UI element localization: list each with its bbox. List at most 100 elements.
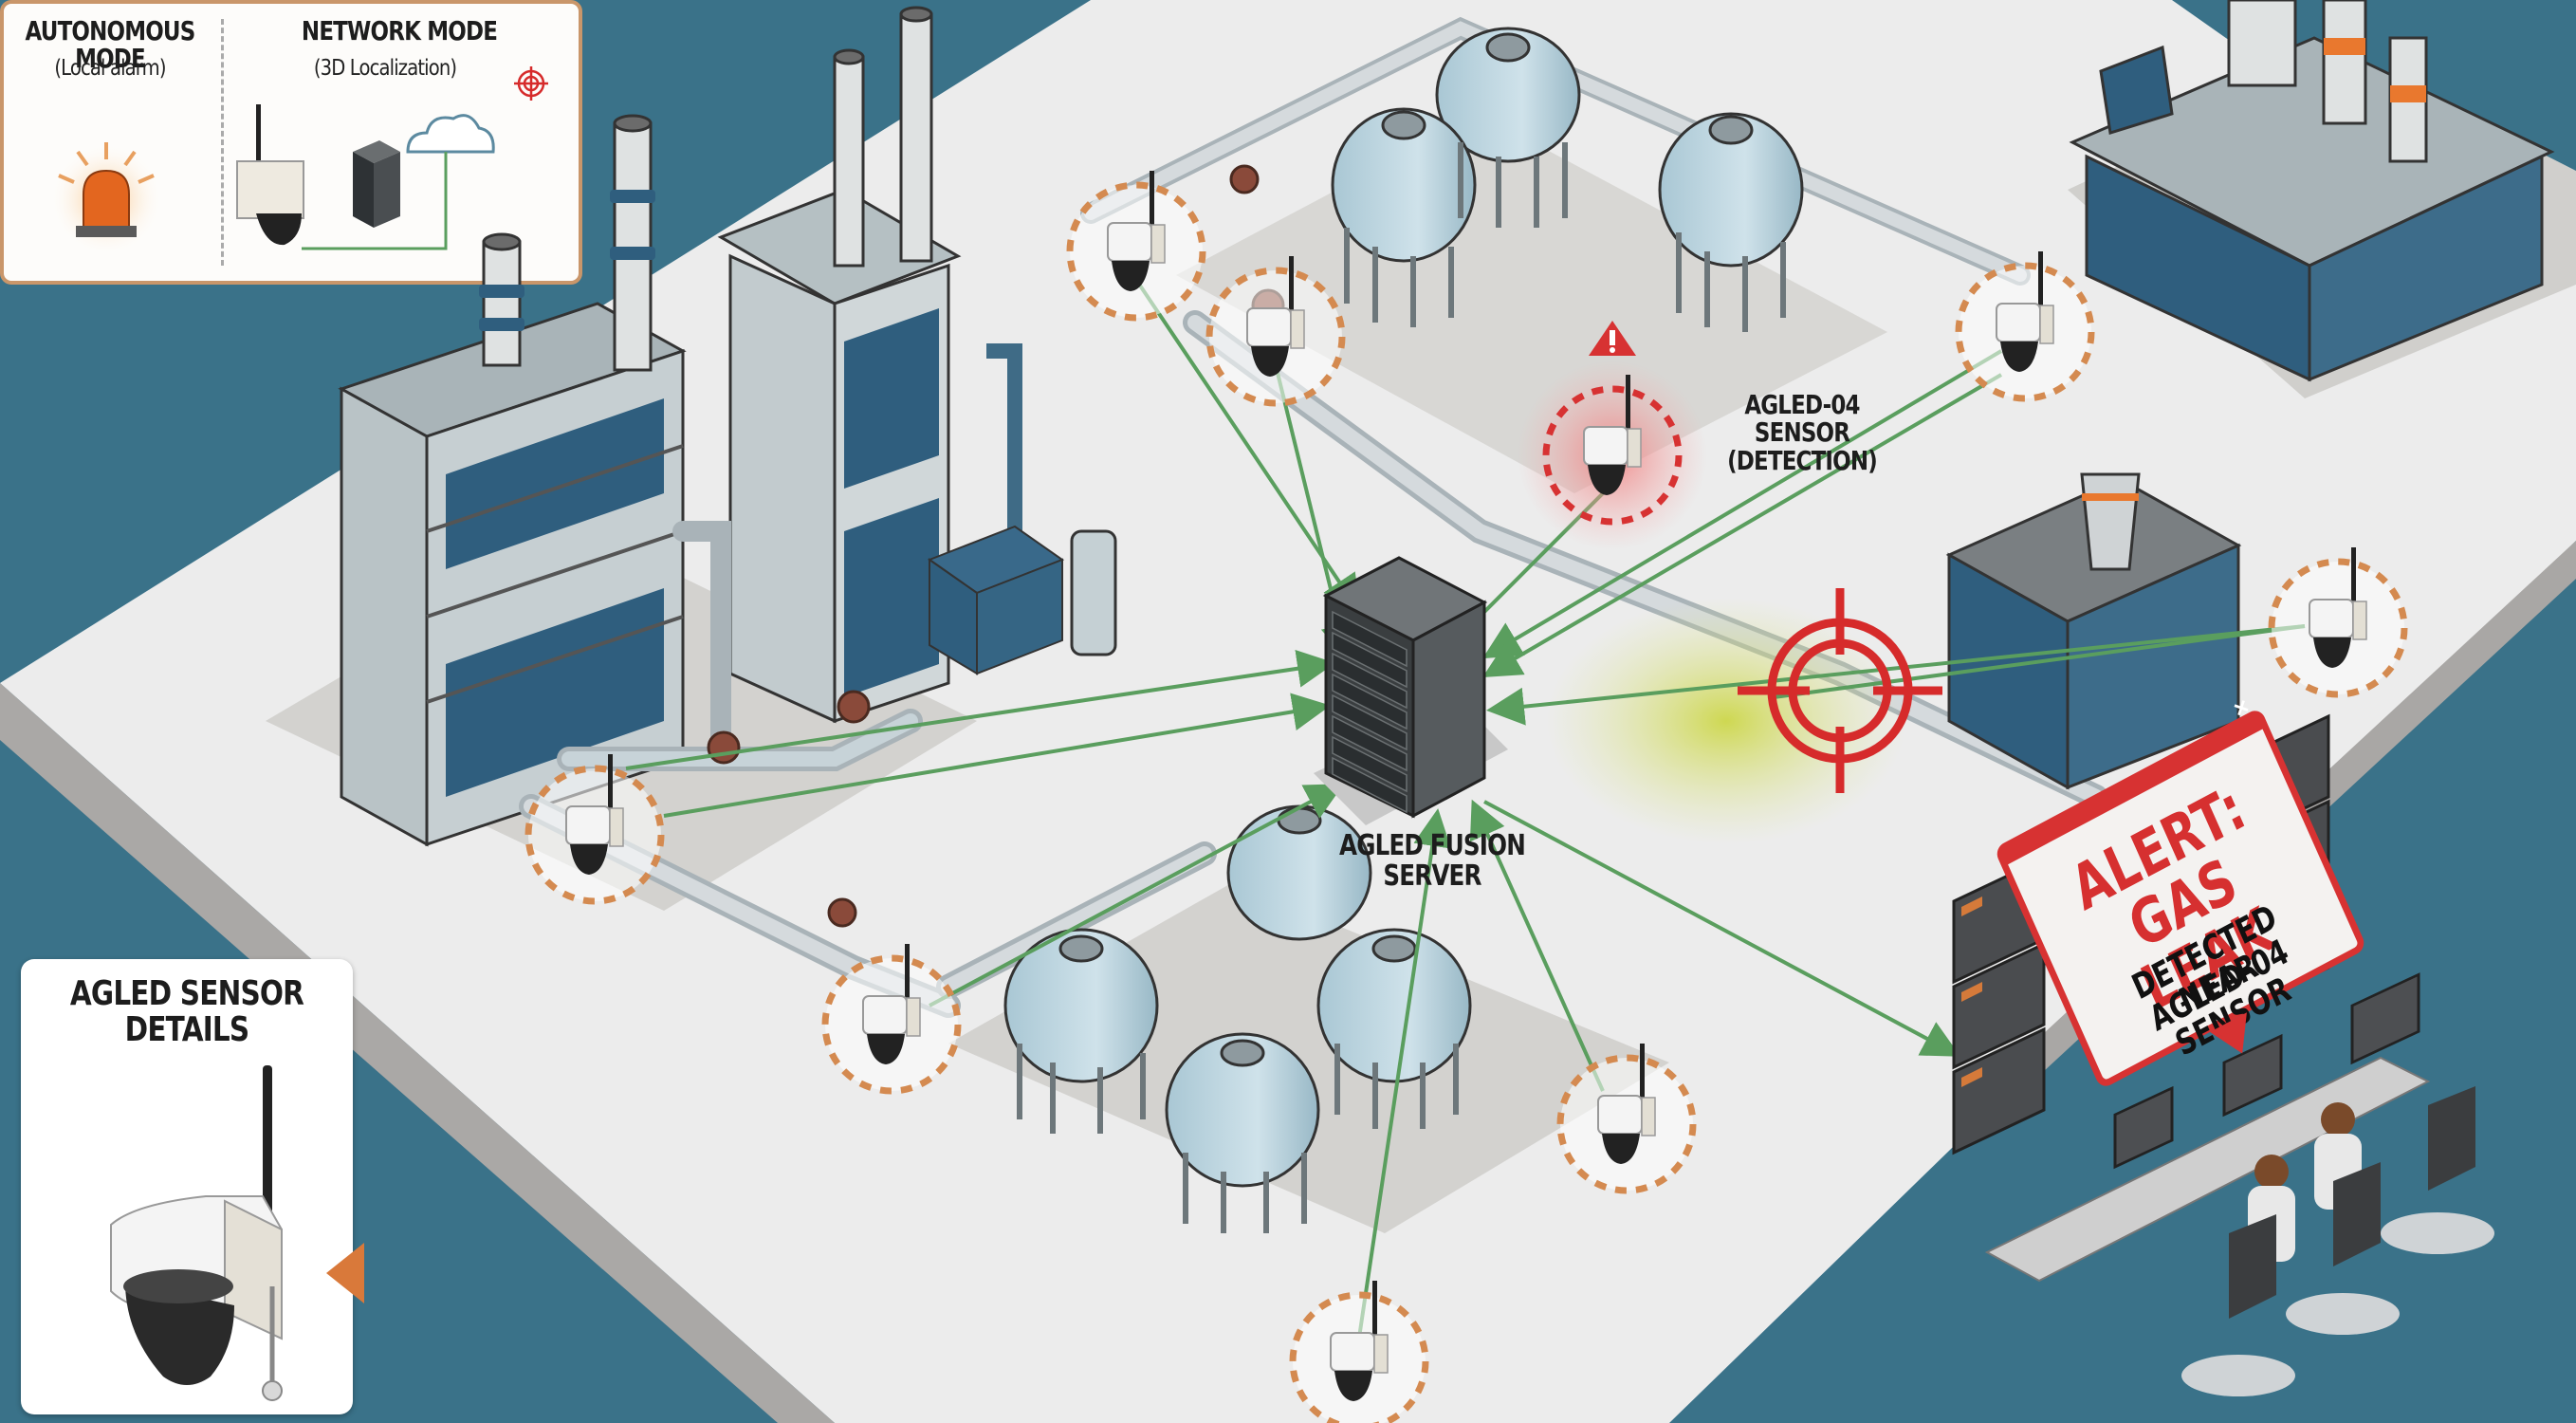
alert-link <box>1483 800 1961 1057</box>
sensor-range-ring <box>1289 1291 1429 1423</box>
operator-desk <box>1984 1056 2431 1283</box>
sensor-range-ring <box>1955 262 2095 402</box>
fusion-server[interactable] <box>1314 556 1508 825</box>
sensor-bracket <box>906 997 921 1037</box>
data-link <box>663 693 1331 818</box>
sensor[interactable] <box>524 754 665 905</box>
process-unit-top-right <box>2069 0 2555 382</box>
sensor[interactable] <box>1542 375 1683 526</box>
sensor-range-ring <box>2268 558 2408 698</box>
sensor-details-title: AGLED SENSOR DETAILS <box>51 976 323 1048</box>
network-mode-subtitle: (3D Localization) <box>313 56 457 81</box>
antenna <box>1372 1281 1377 1357</box>
sensor-dome-rim <box>123 1269 233 1303</box>
autonomous-mode-subtitle: (Local alarm) <box>54 56 166 81</box>
server-rack-icon <box>353 140 400 228</box>
detection-sensor-label-line2: (DETECTION) <box>1727 444 1878 476</box>
sensor-range-ring <box>524 765 665 905</box>
sensor[interactable] <box>1205 256 1346 407</box>
server-slot <box>1332 610 1408 668</box>
autonomous-mode-title: AUTONOMOUS MODE <box>25 15 196 75</box>
desk-monitor <box>2350 972 2420 1065</box>
tank-legs-top <box>1344 142 1786 332</box>
sensor-housing <box>1246 307 1292 347</box>
network-mode-title: NETWORK MODE <box>301 15 498 46</box>
antenna <box>1150 171 1154 247</box>
sensor-bracket <box>1627 428 1642 468</box>
antenna <box>1289 256 1294 332</box>
building-right <box>1945 472 2242 790</box>
gas-cloud <box>1546 598 1906 844</box>
localization-link <box>1773 624 2306 699</box>
data-link <box>1482 349 2003 659</box>
sensor-dome <box>2313 638 2351 668</box>
details-pointer <box>326 1243 364 1303</box>
antenna <box>1626 375 1630 451</box>
data-link <box>1357 808 1452 1339</box>
sensor-dome <box>570 844 608 875</box>
sensor-probe-tip <box>262 1380 283 1401</box>
antenna <box>1640 1044 1645 1119</box>
server-label: AGLED FUSION SERVER <box>1316 831 1549 891</box>
sensor-details-title-line1: AGLED SENSOR <box>69 974 304 1013</box>
sensor-dome <box>2000 342 2038 372</box>
detection-sensor-label-line1: AGLED-04 SENSOR <box>1744 389 1860 449</box>
sensor[interactable] <box>1289 1281 1429 1423</box>
sensor-dome <box>1602 1134 1640 1164</box>
antenna <box>2038 251 2043 327</box>
sensor-range-ring <box>1542 385 1683 526</box>
sensor-details-panel: AGLED SENSOR DETAILS <box>21 959 353 1414</box>
desk-monitor <box>2222 1033 2283 1118</box>
sensor[interactable] <box>1955 251 2095 402</box>
crosshair-target-icon <box>514 66 548 101</box>
sensor[interactable] <box>1556 1044 1697 1194</box>
antenna <box>2351 547 2356 623</box>
server-slots <box>1332 610 1408 814</box>
warning-triangle-icon <box>1589 321 1636 356</box>
sensor-housing <box>2309 599 2354 638</box>
sensor-bracket <box>2352 601 2367 640</box>
sensor-range-ring <box>821 954 962 1095</box>
sensor-housing <box>1996 303 2041 342</box>
network-link <box>302 152 448 250</box>
sensor-dome <box>1334 1371 1372 1401</box>
sensor-bracket <box>224 1199 283 1340</box>
modes-panel: AUTONOMOUS MODE (Local alarm) NETWORK MO… <box>0 0 582 285</box>
storage-tanks-top <box>1331 27 1804 268</box>
wall-monitor <box>1952 1026 2046 1155</box>
monitor-status-chip <box>1961 982 1982 1002</box>
monitor-status-chip <box>1961 896 1982 916</box>
sensor-range-ring <box>1556 1054 1697 1194</box>
sensor-range-ring <box>1066 181 1206 322</box>
detection-sensor-label: AGLED-04 SENSOR (DETECTION) <box>1701 391 1903 474</box>
sensor-details-title-line2: DETAILS <box>124 1009 249 1049</box>
server-slot <box>1332 714 1408 772</box>
data-link <box>625 649 1335 770</box>
server-slot <box>1332 652 1408 710</box>
data-link <box>1486 624 2306 726</box>
server-side <box>1411 600 1486 819</box>
server-slot <box>1332 693 1408 751</box>
sensor-housing <box>1107 222 1152 262</box>
process-tower-middle <box>717 6 1117 724</box>
data-link <box>1134 278 1361 614</box>
server-label-line2: SERVER <box>1383 859 1481 893</box>
sensor[interactable] <box>821 944 962 1095</box>
process-tower-left <box>338 114 687 847</box>
data-link <box>1482 373 2003 678</box>
sensor[interactable] <box>1066 171 1206 322</box>
sensor-dome <box>1588 465 1626 495</box>
sensor-dome <box>125 1282 234 1385</box>
server-label-line1: AGLED FUSION <box>1338 829 1526 862</box>
data-link <box>1469 799 1605 1092</box>
sensor[interactable] <box>2268 547 2408 698</box>
sensor-data-links <box>625 278 2306 1339</box>
sensor-housing <box>565 805 611 845</box>
server-slot <box>1332 631 1408 689</box>
sensor-bracket <box>1290 309 1305 349</box>
cloud-icon <box>406 114 495 154</box>
sensor-housing <box>1597 1095 1643 1135</box>
sensor-dome <box>1251 346 1289 377</box>
sensor-housing <box>862 995 908 1035</box>
wall-monitor <box>1952 941 2046 1070</box>
